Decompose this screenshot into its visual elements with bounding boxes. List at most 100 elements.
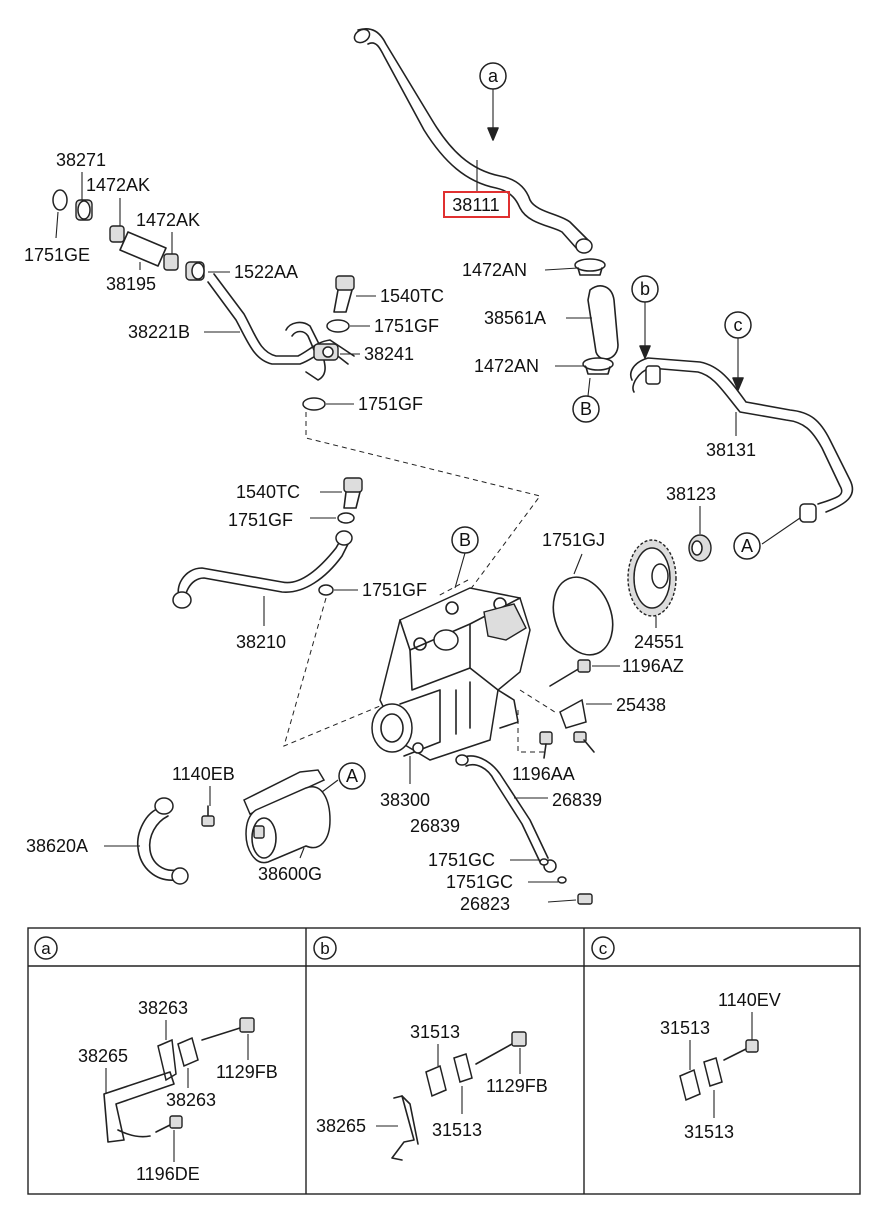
panel-b-clamp-drawing: [391, 1053, 473, 1161]
part-38131-label: 38131: [706, 440, 756, 460]
callout-A-bottom: [338, 762, 366, 790]
panel-a-1196DE-label: 1196DE: [136, 1164, 200, 1184]
washer-1751GF-4-drawing: [318, 584, 334, 596]
part-1140EB-label: 1140EB: [172, 764, 235, 784]
panel-a-38263-1-label: 38263: [138, 998, 188, 1018]
bolt-1540TC-mid-drawing: [343, 477, 363, 509]
panel-c-header: c: [599, 939, 608, 958]
part-1196AZ-label: 1196AZ: [622, 656, 684, 676]
hose-38195-drawing: [119, 231, 167, 267]
part-38600G-label: 38600G: [258, 864, 322, 884]
fitting-38241-drawing: [313, 343, 339, 361]
part-38111-label: 38111: [452, 195, 499, 215]
part-26823-label: 26823: [460, 894, 510, 914]
part-1196AA-label: 1196AA: [512, 764, 575, 784]
part-38210-label: 38210: [236, 632, 286, 652]
callout-c-right-label: c: [734, 315, 743, 335]
panel-c-1140EV-label: 1140EV: [718, 990, 781, 1010]
panel-b-38265-label: 38265: [316, 1116, 366, 1136]
fitting-38271-drawing: [75, 199, 93, 221]
part-38300-label: 38300: [380, 790, 430, 810]
washer-1751GC-1-drawing: [539, 858, 549, 866]
bolt-26823-drawing: [577, 893, 593, 905]
bolt-1196AA-drawing: [539, 731, 595, 759]
callout-B-top-label: B: [580, 399, 592, 419]
washer-1751GF-2-drawing: [302, 397, 326, 411]
panel-c-clamp-drawing: [679, 1057, 723, 1102]
filter-38600G-drawing: [243, 769, 331, 864]
callout-A-right: [733, 532, 761, 560]
panel-a-header: a: [41, 939, 51, 958]
part-1751GF-4-label: 1751GF: [362, 580, 427, 600]
bracket-25438-drawing: [559, 698, 587, 729]
washer-1751GE-drawing: [52, 189, 68, 211]
panel-b-header: b: [320, 939, 329, 958]
part-38123-label: 38123: [666, 484, 716, 504]
highlight-box-38111: [443, 191, 510, 218]
washer-1751GF-1-drawing: [326, 319, 350, 333]
panel-a-38265-label: 38265: [78, 1046, 128, 1066]
part-1751GC-2-label: 1751GC: [446, 872, 513, 892]
panel-a-marker: [34, 936, 58, 960]
part-1751GC-1-label: 1751GC: [428, 850, 495, 870]
callout-B-top: [572, 395, 600, 423]
part-38620A-label: 38620A: [26, 836, 88, 856]
panel-b-1129FB-label: 1129FB: [486, 1076, 548, 1096]
panel-a-1129FB-label: 1129FB: [216, 1062, 278, 1082]
part-1540TC-mid-label: 1540TC: [236, 482, 300, 502]
bolt-1196AZ-drawing: [549, 659, 591, 687]
part-24551-label: 24551: [634, 632, 684, 652]
panel-c-marker: [591, 936, 615, 960]
part-38221B-label: 38221B: [128, 322, 190, 342]
gear-24551-drawing: [627, 539, 677, 617]
part-1472AK-1-label: 1472AK: [86, 175, 150, 195]
callout-a-top-label: a: [488, 66, 499, 86]
washer-1751GC-2-drawing: [557, 876, 567, 884]
part-38561A-label: 38561A: [484, 308, 546, 328]
panel-a-clamp-drawing: [103, 1036, 199, 1143]
bolt-1140EB-drawing: [201, 805, 215, 827]
clamp-1472AN-top-drawing: [574, 258, 606, 276]
part-25438-label: 25438: [616, 695, 666, 715]
panel-b-bolt-1129FB-drawing: [475, 1031, 527, 1065]
hose-38111-drawing: [353, 28, 593, 254]
clamp-1472AK-1-drawing: [109, 225, 125, 243]
callout-B-center-label: B: [459, 530, 471, 550]
part-1751GJ-label: 1751GJ: [542, 530, 605, 550]
callout-b-right-label: b: [640, 279, 650, 299]
part-26839-2-label: 26839: [410, 816, 460, 836]
detail-panels-table: [27, 927, 861, 1195]
pipe-38620A-drawing: [136, 797, 189, 885]
clamp-1472AN-bottom-drawing: [582, 357, 614, 375]
part-1540TC-top-label: 1540TC: [380, 286, 444, 306]
callout-A-right-label: A: [741, 536, 753, 556]
panel-b-31513-2-label: 31513: [432, 1120, 482, 1140]
part-38195-label: 38195: [106, 274, 156, 294]
part-38271-label: 38271: [56, 150, 106, 170]
pipe-38210-drawing: [172, 530, 353, 609]
part-1751GF-3-label: 1751GF: [228, 510, 293, 530]
pump-38300-drawing: [371, 587, 531, 761]
oring-1751GJ-drawing: [552, 576, 614, 656]
hose-38561A-drawing: [587, 285, 619, 360]
callout-A-bottom-label: A: [346, 766, 358, 786]
pipe-38221B-drawing: [207, 273, 355, 381]
part-1472AN-bottom-label: 1472AN: [474, 356, 539, 376]
panel-c-bolt-1140EV-drawing: [723, 1039, 759, 1061]
part-26839-1-label: 26839: [552, 790, 602, 810]
fitting-1522AA-drawing: [185, 261, 205, 281]
panel-a-bolt-1196DE-drawing: [155, 1115, 183, 1133]
panel-a-bolt-1129FB-drawing: [201, 1017, 255, 1041]
part-1472AN-top-label: 1472AN: [462, 260, 527, 280]
part-38241-label: 38241: [364, 344, 414, 364]
pipe-38131-drawing: [630, 357, 854, 523]
bolt-1540TC-top-drawing: [333, 275, 355, 313]
nut-38123-drawing: [688, 534, 712, 562]
part-1751GF-1-label: 1751GF: [374, 316, 439, 336]
part-1751GE-label: 1751GE: [24, 245, 90, 265]
clamp-1472AK-2-drawing: [163, 253, 179, 271]
panel-c-31513-2-label: 31513: [684, 1122, 734, 1142]
panel-b-31513-1-label: 31513: [410, 1022, 460, 1042]
panel-b-marker: [313, 936, 337, 960]
